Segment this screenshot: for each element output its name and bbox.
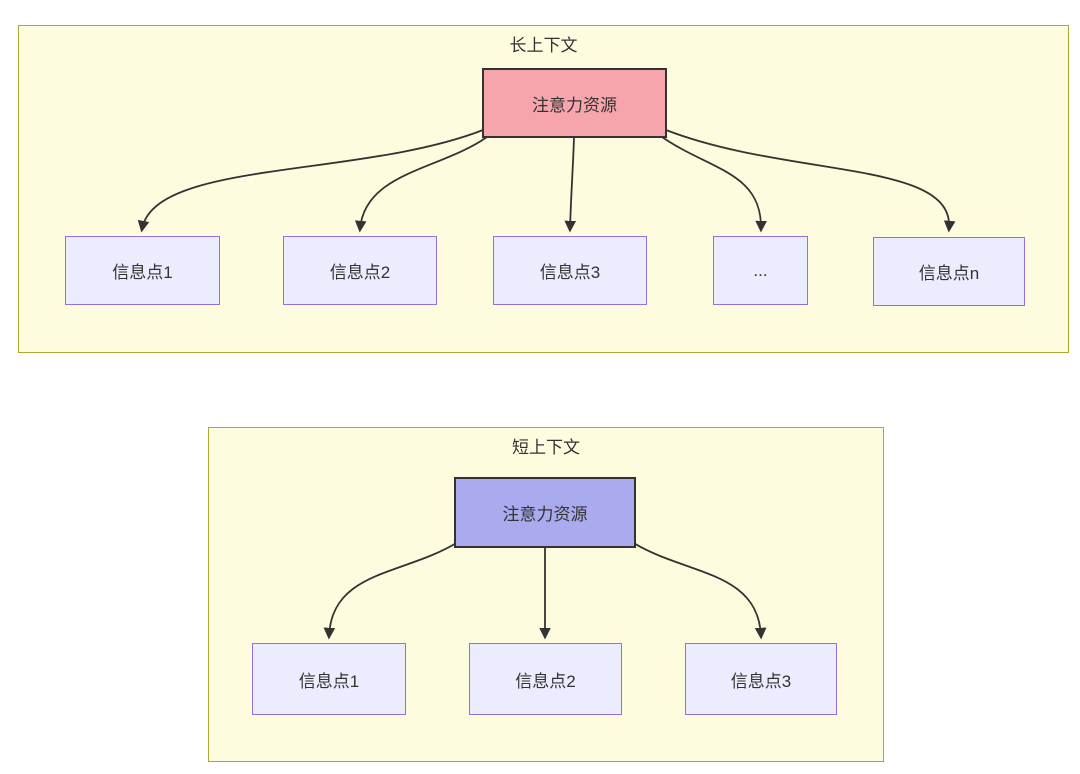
long-context-title: 长上下文 [509,36,578,55]
info-node-short-1: 信息点1 [252,643,406,715]
info-node-long-3: 信息点3 [493,236,647,305]
info-node-long-ellipsis: ... [713,236,808,305]
attention-node-long: 注意力资源 [482,68,667,138]
info-node-long-2: 信息点2 [283,236,437,305]
attention-node-short: 注意力资源 [454,477,636,548]
info-node-long-1: 信息点1 [65,236,220,305]
info-node-short-2: 信息点2 [469,643,622,715]
info-node-long-n: 信息点n [873,237,1025,306]
short-context-title: 短上下文 [512,438,580,457]
info-node-short-3: 信息点3 [685,643,837,715]
